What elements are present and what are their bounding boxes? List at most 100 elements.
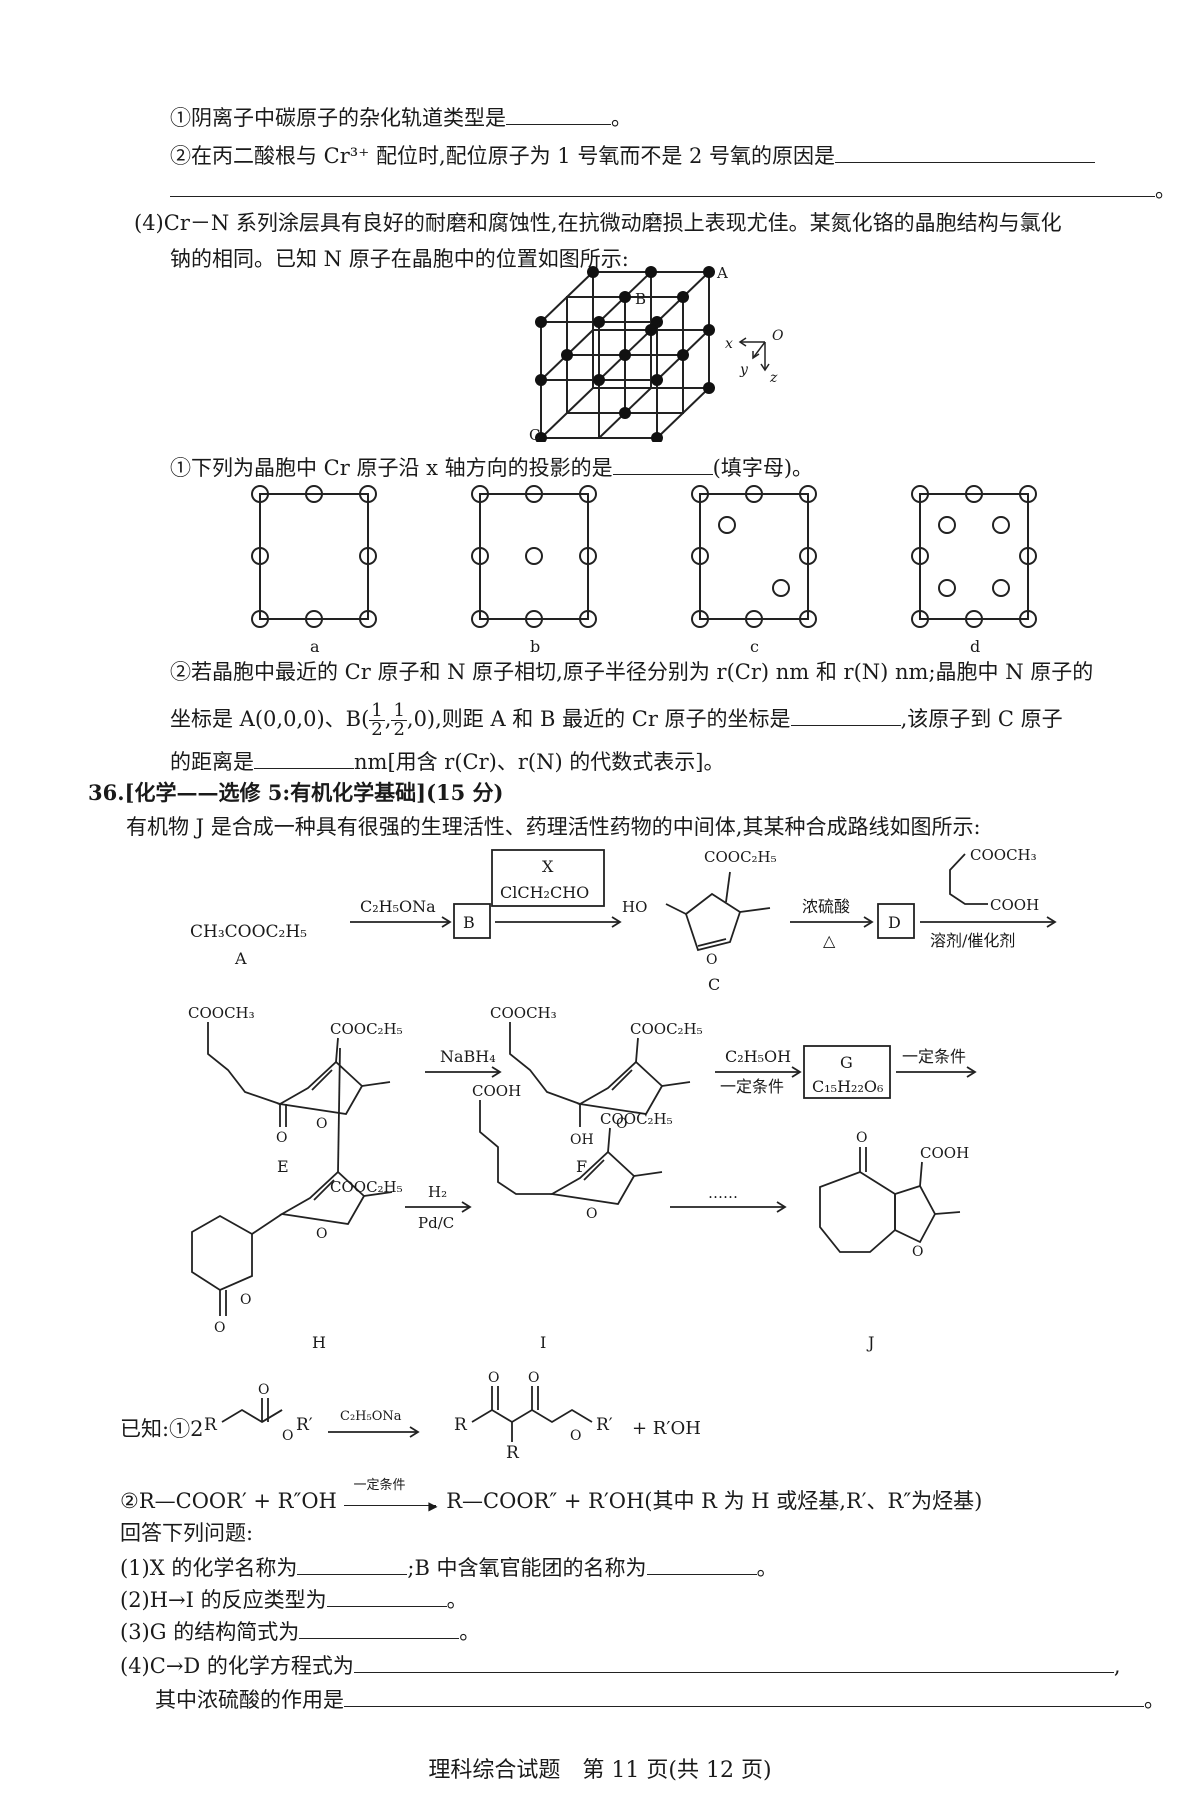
- carbonyl-oxygen: O: [214, 1320, 225, 1336]
- answer-blank[interactable]: [646, 1552, 757, 1575]
- answer-blank[interactable]: [170, 174, 1155, 197]
- answer-blank[interactable]: [506, 102, 611, 125]
- label-f: F: [576, 1157, 587, 1176]
- group-r1: R′: [596, 1415, 613, 1435]
- substituent: COOCH₃: [188, 1004, 255, 1022]
- option-d-label: d: [970, 637, 980, 656]
- axis-x-label: x: [725, 336, 733, 352]
- carbonyl-oxygen: O: [488, 1370, 499, 1386]
- projection-options: a b c d: [251, 485, 1037, 656]
- catalyst: Pd/C: [418, 1214, 454, 1232]
- axis-origin-label: O: [772, 328, 784, 344]
- compound-d: D: [888, 913, 901, 932]
- crystal-cell-diagram: A B C x y z O: [529, 264, 784, 442]
- known-reaction-1: R O O R′ C₂H₅ONa R O O O R R′ + R′OH: [204, 1370, 701, 1460]
- formula-g: C₁₅H₂₂O₆: [812, 1077, 883, 1096]
- q35-3-2: ②在丙二酸根与 Cr³⁺ 配位时,配位原子为 1 号氧而不是 2 号氧的原因是: [170, 140, 1096, 171]
- condition: 一定条件: [902, 1047, 966, 1066]
- lactone-oxygen: O: [240, 1292, 251, 1308]
- reagent-x: X: [542, 857, 554, 876]
- option-c-label: c: [750, 637, 759, 656]
- label-b: B: [635, 290, 646, 308]
- reagent: H₂: [428, 1183, 447, 1201]
- compound-b: B: [463, 913, 475, 932]
- answer-blank[interactable]: [344, 1684, 1144, 1707]
- q36-3: (3)G 的结构简式为。: [120, 1616, 480, 1647]
- known-2: ②R—COOR′ + R″OH 一定条件 ▶ R—COOR″ + R′OH(其中…: [120, 1477, 983, 1515]
- condition: △: [823, 931, 836, 950]
- synthesis-scheme: CH₃COOC₂H₅ A C₂H₅ONa B X ClCH₂CHO COOC₂H…: [188, 846, 1057, 1352]
- q36-title: 36.[化学——选修 5:有机化学基础](15 分): [88, 780, 504, 805]
- label-a: A: [716, 264, 728, 282]
- label-c: C: [708, 975, 720, 994]
- answer-blank[interactable]: [299, 1616, 460, 1639]
- q36-2: (2)H→I 的反应类型为。: [120, 1584, 468, 1615]
- carbonyl-oxygen: O: [528, 1370, 539, 1386]
- answer-blank[interactable]: [612, 452, 713, 475]
- ring-oxygen: O: [316, 1226, 327, 1242]
- ring-oxygen: O: [616, 1116, 627, 1132]
- axis-z-label: z: [769, 370, 778, 386]
- q35-3-2-cont: 。: [170, 174, 1176, 205]
- byproduct: + R′OH: [632, 1418, 701, 1439]
- ketone-oxygen: O: [856, 1130, 867, 1146]
- answer-blank[interactable]: [790, 703, 901, 726]
- q35-4-text: (4)Cr－N 系列涂层具有良好的耐磨和腐蚀性,在抗微动磨损上表现尤佳。某氮化铬…: [134, 211, 1062, 235]
- hydroxyl: OH: [570, 1132, 594, 1148]
- label-i: I: [540, 1333, 546, 1352]
- group-r1: R′: [296, 1415, 313, 1435]
- ring-oxygen: O: [912, 1244, 923, 1260]
- carbonyl-oxygen: O: [258, 1382, 269, 1398]
- substituent: COOC₂H₅: [630, 1020, 703, 1038]
- reagent: COOH: [990, 896, 1039, 914]
- q35-4-2: ②若晶胞中最近的 Cr 原子和 N 原子相切,原子半径分别为 r(Cr) nm …: [170, 660, 1094, 684]
- group-r: R: [506, 1443, 520, 1460]
- label-a: A: [234, 949, 247, 968]
- substituent: COOC₂H₅: [600, 1110, 673, 1128]
- substituent: COOH: [472, 1082, 521, 1100]
- q35-4-text-2: 钠的相同。已知 N 原子在晶胞中的位置如图所示:: [170, 247, 629, 271]
- ring-oxygen: O: [586, 1206, 597, 1222]
- reagent: 浓硫酸: [802, 897, 850, 916]
- q35-3-1: ①阴离子中碳原子的杂化轨道类型是。: [170, 102, 632, 133]
- substituent: COOC₂H₅: [330, 1178, 403, 1196]
- page-footer: 理科综合试题 第 11 页(共 12 页): [428, 1758, 772, 1783]
- reagent: COOCH₃: [970, 846, 1037, 864]
- reagent: NaBH₄: [440, 1047, 496, 1066]
- substituent: COOH: [920, 1144, 969, 1162]
- group-r: R: [204, 1415, 218, 1435]
- group-r: R: [454, 1415, 468, 1435]
- axis-y-label: y: [739, 362, 749, 378]
- condition: 溶剂/催化剂: [930, 931, 1015, 950]
- answer-blank[interactable]: [326, 1584, 447, 1607]
- q36-intro: 有机物 J 是合成一种具有很强的生理活性、药理活性药物的中间体,其某种合成路线如…: [126, 815, 981, 839]
- reagent-x-formula: ClCH₂CHO: [500, 883, 589, 902]
- n-atoms: [535, 266, 715, 442]
- label-j: J: [866, 1333, 874, 1352]
- label-e: E: [277, 1157, 289, 1176]
- ring-oxygen: O: [316, 1116, 327, 1132]
- option-b-label: b: [530, 637, 540, 656]
- reagent: C₂H₅OH: [725, 1047, 791, 1066]
- label-h: H: [312, 1333, 326, 1352]
- substituent: COOC₂H₅: [330, 1020, 403, 1038]
- answer-blank[interactable]: [254, 746, 354, 769]
- substituent: COOCH₃: [490, 1004, 557, 1022]
- option-a-label: a: [310, 637, 320, 656]
- substituent: HO: [622, 898, 647, 916]
- known-1-label: 已知:①2: [120, 1417, 204, 1441]
- answer-blank[interactable]: [835, 140, 1096, 163]
- reagent: C₂H₅ONa: [360, 897, 436, 916]
- q36-4b: 其中浓硫酸的作用是。: [155, 1684, 1165, 1715]
- arrow-condition: 一定条件 ▶: [343, 1478, 440, 1515]
- compound-g: G: [840, 1053, 853, 1072]
- answer-intro: 回答下列问题:: [120, 1521, 254, 1545]
- substituent: COOC₂H₅: [704, 848, 777, 866]
- answer-blank[interactable]: [353, 1650, 1114, 1673]
- label-c: C: [529, 426, 540, 442]
- answer-blank[interactable]: [297, 1552, 408, 1575]
- ring-oxygen: O: [706, 952, 717, 968]
